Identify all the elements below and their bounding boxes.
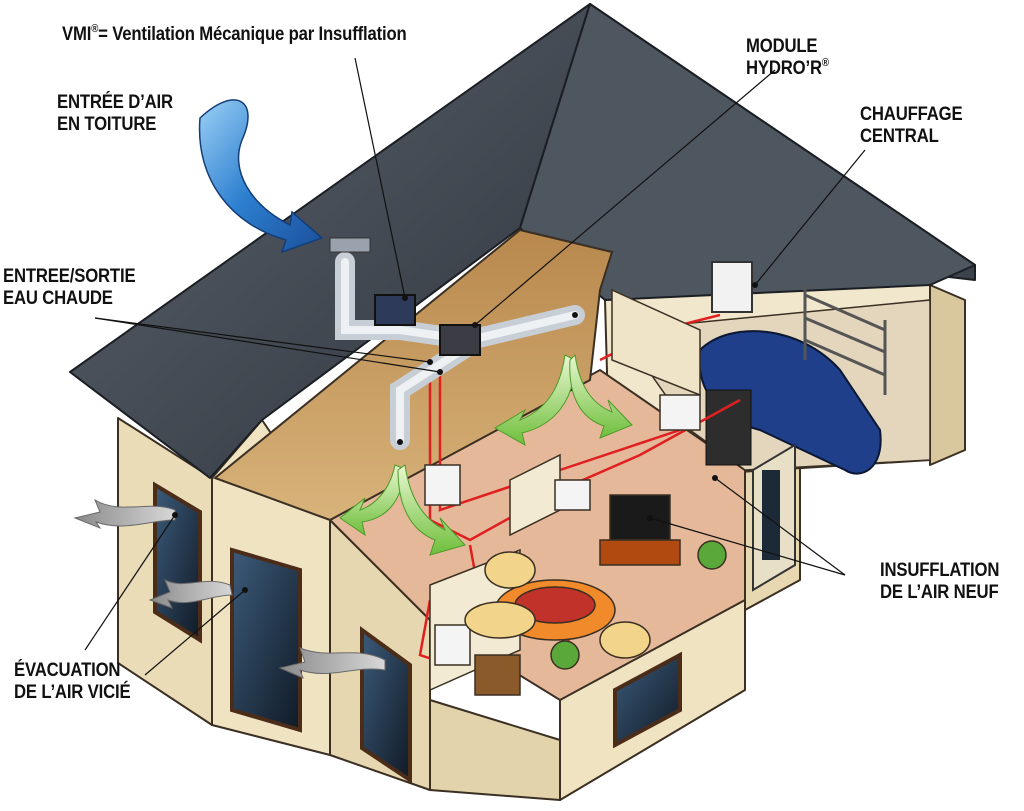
vmi-mark: ®: [91, 23, 99, 35]
plant-1: [697, 540, 727, 570]
hydror-module: [439, 324, 481, 356]
roof-vent: [329, 237, 371, 253]
evacuation-line-1: ÉVACUATION: [14, 660, 121, 681]
insufflation-label: INSUFFLATION DE L’AIR NEUF: [880, 560, 999, 604]
module-label: MODULE HYDRO’R®: [746, 36, 829, 80]
entree-eau-label: ENTREE/SORTIE EAU CHAUDE: [3, 266, 136, 310]
sideboard: [474, 654, 521, 696]
module-line-1: MODULE: [746, 36, 818, 57]
leader-dots: [172, 282, 758, 593]
sofa: [464, 601, 536, 639]
shelving: [803, 285, 887, 395]
radiator-4: [434, 624, 471, 666]
duct-branch-hi: [396, 341, 474, 444]
roof-right-slope-lower: [519, 3, 976, 301]
module-mark: ®: [821, 57, 829, 69]
leader-lines: [84, 57, 866, 676]
chauffage-label: CHAUFFAGE CENTRAL: [860, 104, 963, 148]
window-right-front: [613, 651, 682, 749]
exhaust-arrows: [73, 498, 386, 679]
chauffage-line-2: CENTRAL: [860, 126, 939, 147]
right-end-wall: [929, 284, 966, 466]
module-line-2: HYDRO’R: [746, 58, 822, 79]
radiator-3: [659, 394, 701, 431]
entree-eau-line-2: EAU CHAUDE: [3, 288, 113, 309]
entree-air-line-2: EN TOITURE: [57, 114, 157, 135]
plant-2: [550, 640, 580, 670]
vmi-prefix: VMI: [62, 24, 92, 45]
front-wall-low: [429, 699, 561, 801]
tv: [609, 494, 671, 541]
cabinet: [705, 389, 752, 466]
garage: [698, 261, 887, 592]
vmi-text: = Ventilation Mécanique par Insufflation: [98, 24, 407, 45]
insufflation-arrows: [339, 353, 633, 556]
roof-intake-arrow: [198, 99, 324, 254]
radiator-2: [554, 479, 591, 511]
entree-air-line-1: ENTRÉE D’AIR: [57, 92, 173, 113]
armchair-2: [599, 621, 651, 659]
chauffage-line-1: CHAUFFAGE: [860, 104, 963, 125]
insufflation-line-1: INSUFFLATION: [880, 560, 1000, 581]
door-window: [762, 470, 780, 560]
boiler: [711, 261, 753, 313]
vmi-unit: [374, 294, 416, 326]
evacuation-label: ÉVACUATION DE L’AIR VICIÉ: [14, 660, 131, 704]
armchair-1: [484, 551, 536, 589]
interior: [424, 288, 727, 696]
entree-air-label: ENTRÉE D’AIR EN TOITURE: [57, 92, 173, 136]
tv-unit: [599, 539, 681, 566]
insufflation-line-2: DE L’AIR NEUF: [880, 582, 999, 603]
entree-eau-line-1: ENTREE/SORTIE: [3, 266, 136, 287]
window-front-1: [230, 547, 302, 733]
vmi-title: VMI®= Ventilation Mécanique par Insuffla…: [62, 24, 407, 46]
duct-main-hi: [341, 258, 579, 345]
radiator-1: [424, 464, 461, 506]
ducts: [335, 252, 585, 450]
evacuation-line-2: DE L’AIR VICIÉ: [14, 682, 131, 703]
module-line-2-wrap: HYDRO’R®: [746, 58, 829, 80]
